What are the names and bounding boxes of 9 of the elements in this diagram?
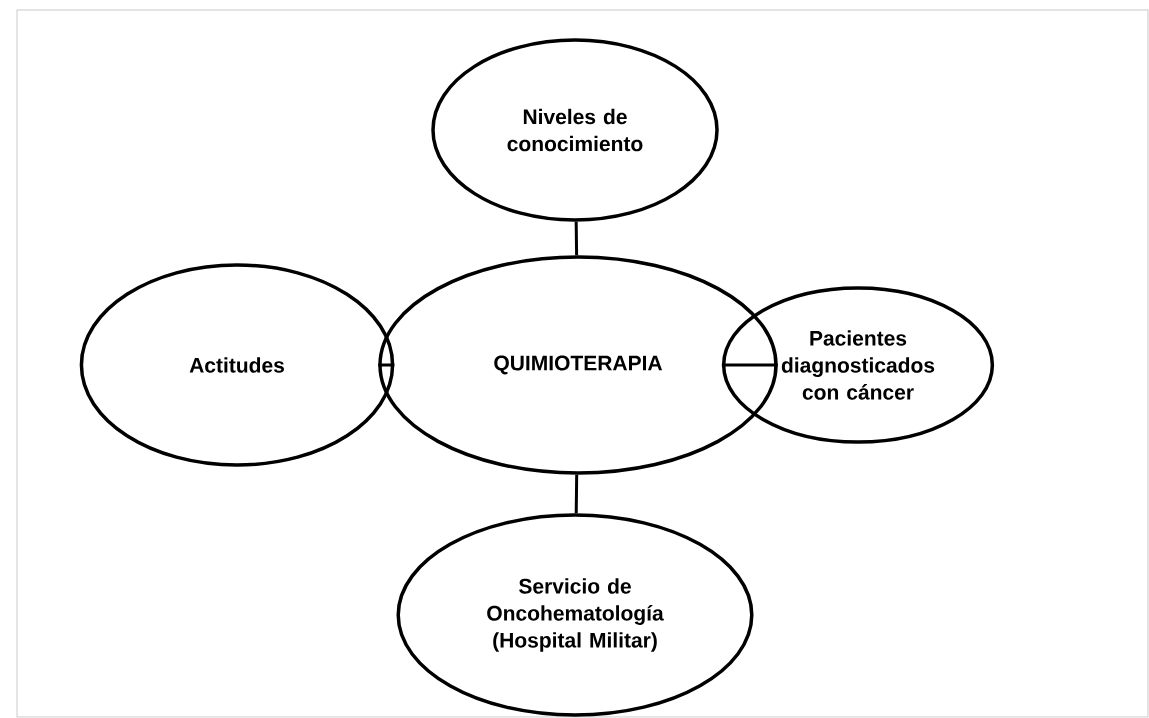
connector-line [574, 221, 579, 256]
ellipse-node: QUIMIOTERAPIA [378, 255, 778, 475]
connector-line [574, 474, 579, 514]
connector-line [378, 363, 395, 367]
ellipse-node: Pacientes diagnosticados con cáncer [721, 286, 995, 444]
ellipse-node: Niveles de conocimiento [431, 38, 719, 222]
connector-line [721, 363, 778, 367]
ellipse-node: Actitudes [79, 263, 395, 467]
ellipse-node: Servicio de Oncohematología (Hospital Militar) [396, 513, 754, 717]
